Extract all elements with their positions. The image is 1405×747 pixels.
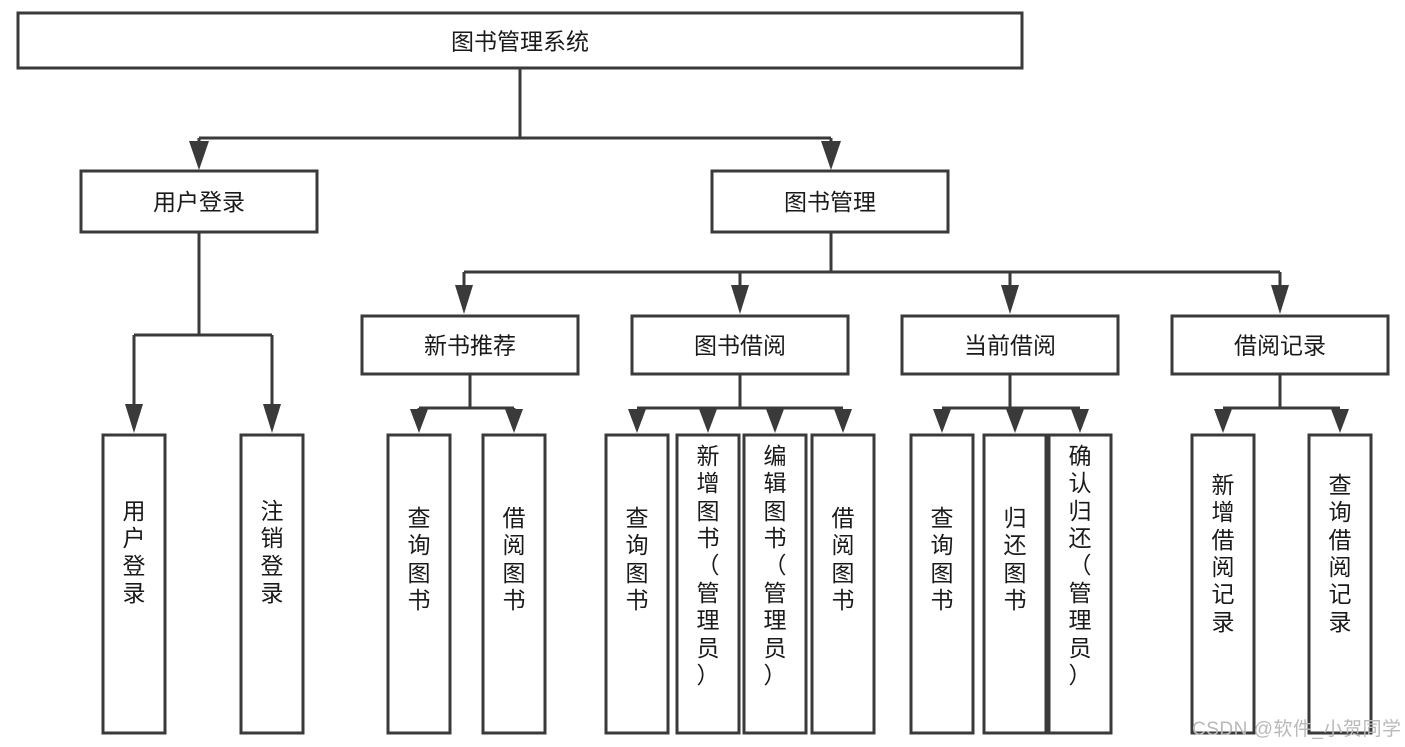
node-root-system-box (16, 11, 1024, 70)
node-book-management[interactable]: 图书管理 (710, 169, 950, 234)
arrow-to-borrow-record (1271, 285, 1289, 314)
arrow-to-leaf-edit-book (766, 409, 784, 433)
connector-group-new-book-rec (410, 374, 523, 433)
node-book-management-label: 图书管理 (784, 189, 876, 215)
leaf-box-add-book-admin[interactable] (675, 433, 741, 735)
node-borrow-record[interactable]: 借阅记录 (1170, 314, 1390, 376)
arrow-to-leaf-add-record (1214, 409, 1232, 433)
node-user-login[interactable]: 用户登录 (79, 169, 319, 234)
connector-group-borrow-record (1214, 374, 1349, 433)
node-current-borrow-label: 当前借阅 (964, 333, 1056, 359)
leaf-box-group (101, 433, 1373, 735)
leaf-box-query-book-b[interactable] (604, 433, 670, 735)
arrow-to-book-mgmt (821, 141, 841, 170)
leaf-box-add-borrow-record[interactable] (1190, 433, 1256, 735)
csdn-watermark: CSDN @软件_小贺同学 (1192, 719, 1402, 740)
leaf-box-return-book[interactable] (982, 433, 1048, 735)
node-new-book-recommend-label: 新书推荐 (424, 333, 516, 359)
arrow-to-leaf-user-login (125, 404, 143, 433)
arrow-to-user-login (189, 141, 209, 170)
leaf-box-query-borrow-record[interactable] (1307, 433, 1373, 735)
node-root-system-label: 图书管理系统 (451, 29, 589, 55)
node-book-borrow[interactable]: 图书借阅 (630, 314, 850, 376)
connector-group-book-mgmt (455, 232, 1289, 314)
arrow-to-leaf-logout (263, 404, 281, 433)
arrow-to-leaf-borrow-book-a (505, 409, 523, 433)
arrow-to-leaf-query-book-a (410, 409, 428, 433)
arrow-to-book-borrow (731, 285, 749, 314)
arrow-to-leaf-query-book-c (933, 409, 951, 433)
leaf-box-query-book-c[interactable] (909, 433, 975, 735)
leaf-box-borrow-book-b[interactable] (810, 433, 876, 735)
connector-group-root (189, 68, 841, 170)
node-current-borrow-box (900, 314, 1120, 376)
node-user-login-box (79, 169, 319, 234)
node-borrow-record-label: 借阅记录 (1234, 333, 1326, 359)
leaf-box-query-book-a[interactable] (386, 433, 452, 735)
node-new-book-recommend[interactable]: 新书推荐 (360, 314, 580, 376)
leaf-box-borrow-book-a[interactable] (481, 433, 547, 735)
arrow-to-leaf-add-book (699, 409, 717, 433)
arrow-to-leaf-confirm-return (1071, 409, 1089, 433)
node-book-borrow-label: 图书借阅 (694, 333, 786, 359)
node-current-borrow[interactable]: 当前借阅 (900, 314, 1120, 376)
node-book-management-box (710, 169, 950, 234)
connector-group-book-borrow (628, 374, 852, 433)
arrow-to-current-borrow (1001, 285, 1019, 314)
arrow-to-leaf-return-book (1006, 409, 1024, 433)
node-new-book-recommend-box (360, 314, 580, 376)
node-root-system[interactable]: 图书管理系统 (16, 11, 1024, 70)
leaf-box-logout[interactable] (239, 433, 305, 735)
leaf-box-confirm-return-admin[interactable] (1047, 433, 1113, 735)
connector-group-current-borrow (933, 374, 1089, 433)
node-borrow-record-box (1170, 314, 1390, 376)
node-book-borrow-box (630, 314, 850, 376)
arrow-to-leaf-query-book-b (628, 409, 646, 433)
node-user-login-label: 用户登录 (153, 189, 245, 215)
leaf-box-user-login[interactable] (101, 433, 167, 735)
arrow-to-leaf-borrow-book-b (834, 409, 852, 433)
leaf-box-edit-book-admin[interactable] (742, 433, 808, 735)
arrow-to-new-book-rec (455, 285, 473, 314)
arrow-to-leaf-query-record (1331, 409, 1349, 433)
connector-group-user-login (125, 232, 281, 433)
